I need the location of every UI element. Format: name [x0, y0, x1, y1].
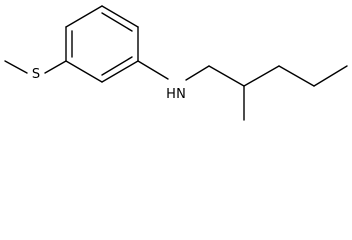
hydrogen-label: H [166, 87, 176, 102]
bond-sulfur-ring [44, 60, 67, 74]
bond-nitrogen-ch2 [185, 65, 210, 81]
bond-ring-5 [101, 60, 139, 83]
bond-ring-2 [65, 5, 103, 28]
bond-ch2-ch [208, 65, 245, 87]
sulfur-label: S [32, 67, 40, 82]
nitrogen-label: N [176, 87, 186, 102]
bond-methyl-sulfur [4, 60, 28, 74]
bond-ring-3-inner [101, 12, 133, 32]
bond-ring-3 [101, 5, 139, 28]
bond-ch2-ch3 [313, 65, 348, 87]
bond-ring-6 [65, 60, 103, 83]
molecule-drawing: S N H [4, 5, 348, 121]
bond-ch-ch2 [243, 65, 280, 87]
bond-ring-nitrogen [137, 60, 169, 80]
structure-canvas: S N H [4, 5, 348, 121]
bond-ring-5-inner [101, 56, 133, 76]
bond-ch2-ch2 [278, 65, 315, 87]
